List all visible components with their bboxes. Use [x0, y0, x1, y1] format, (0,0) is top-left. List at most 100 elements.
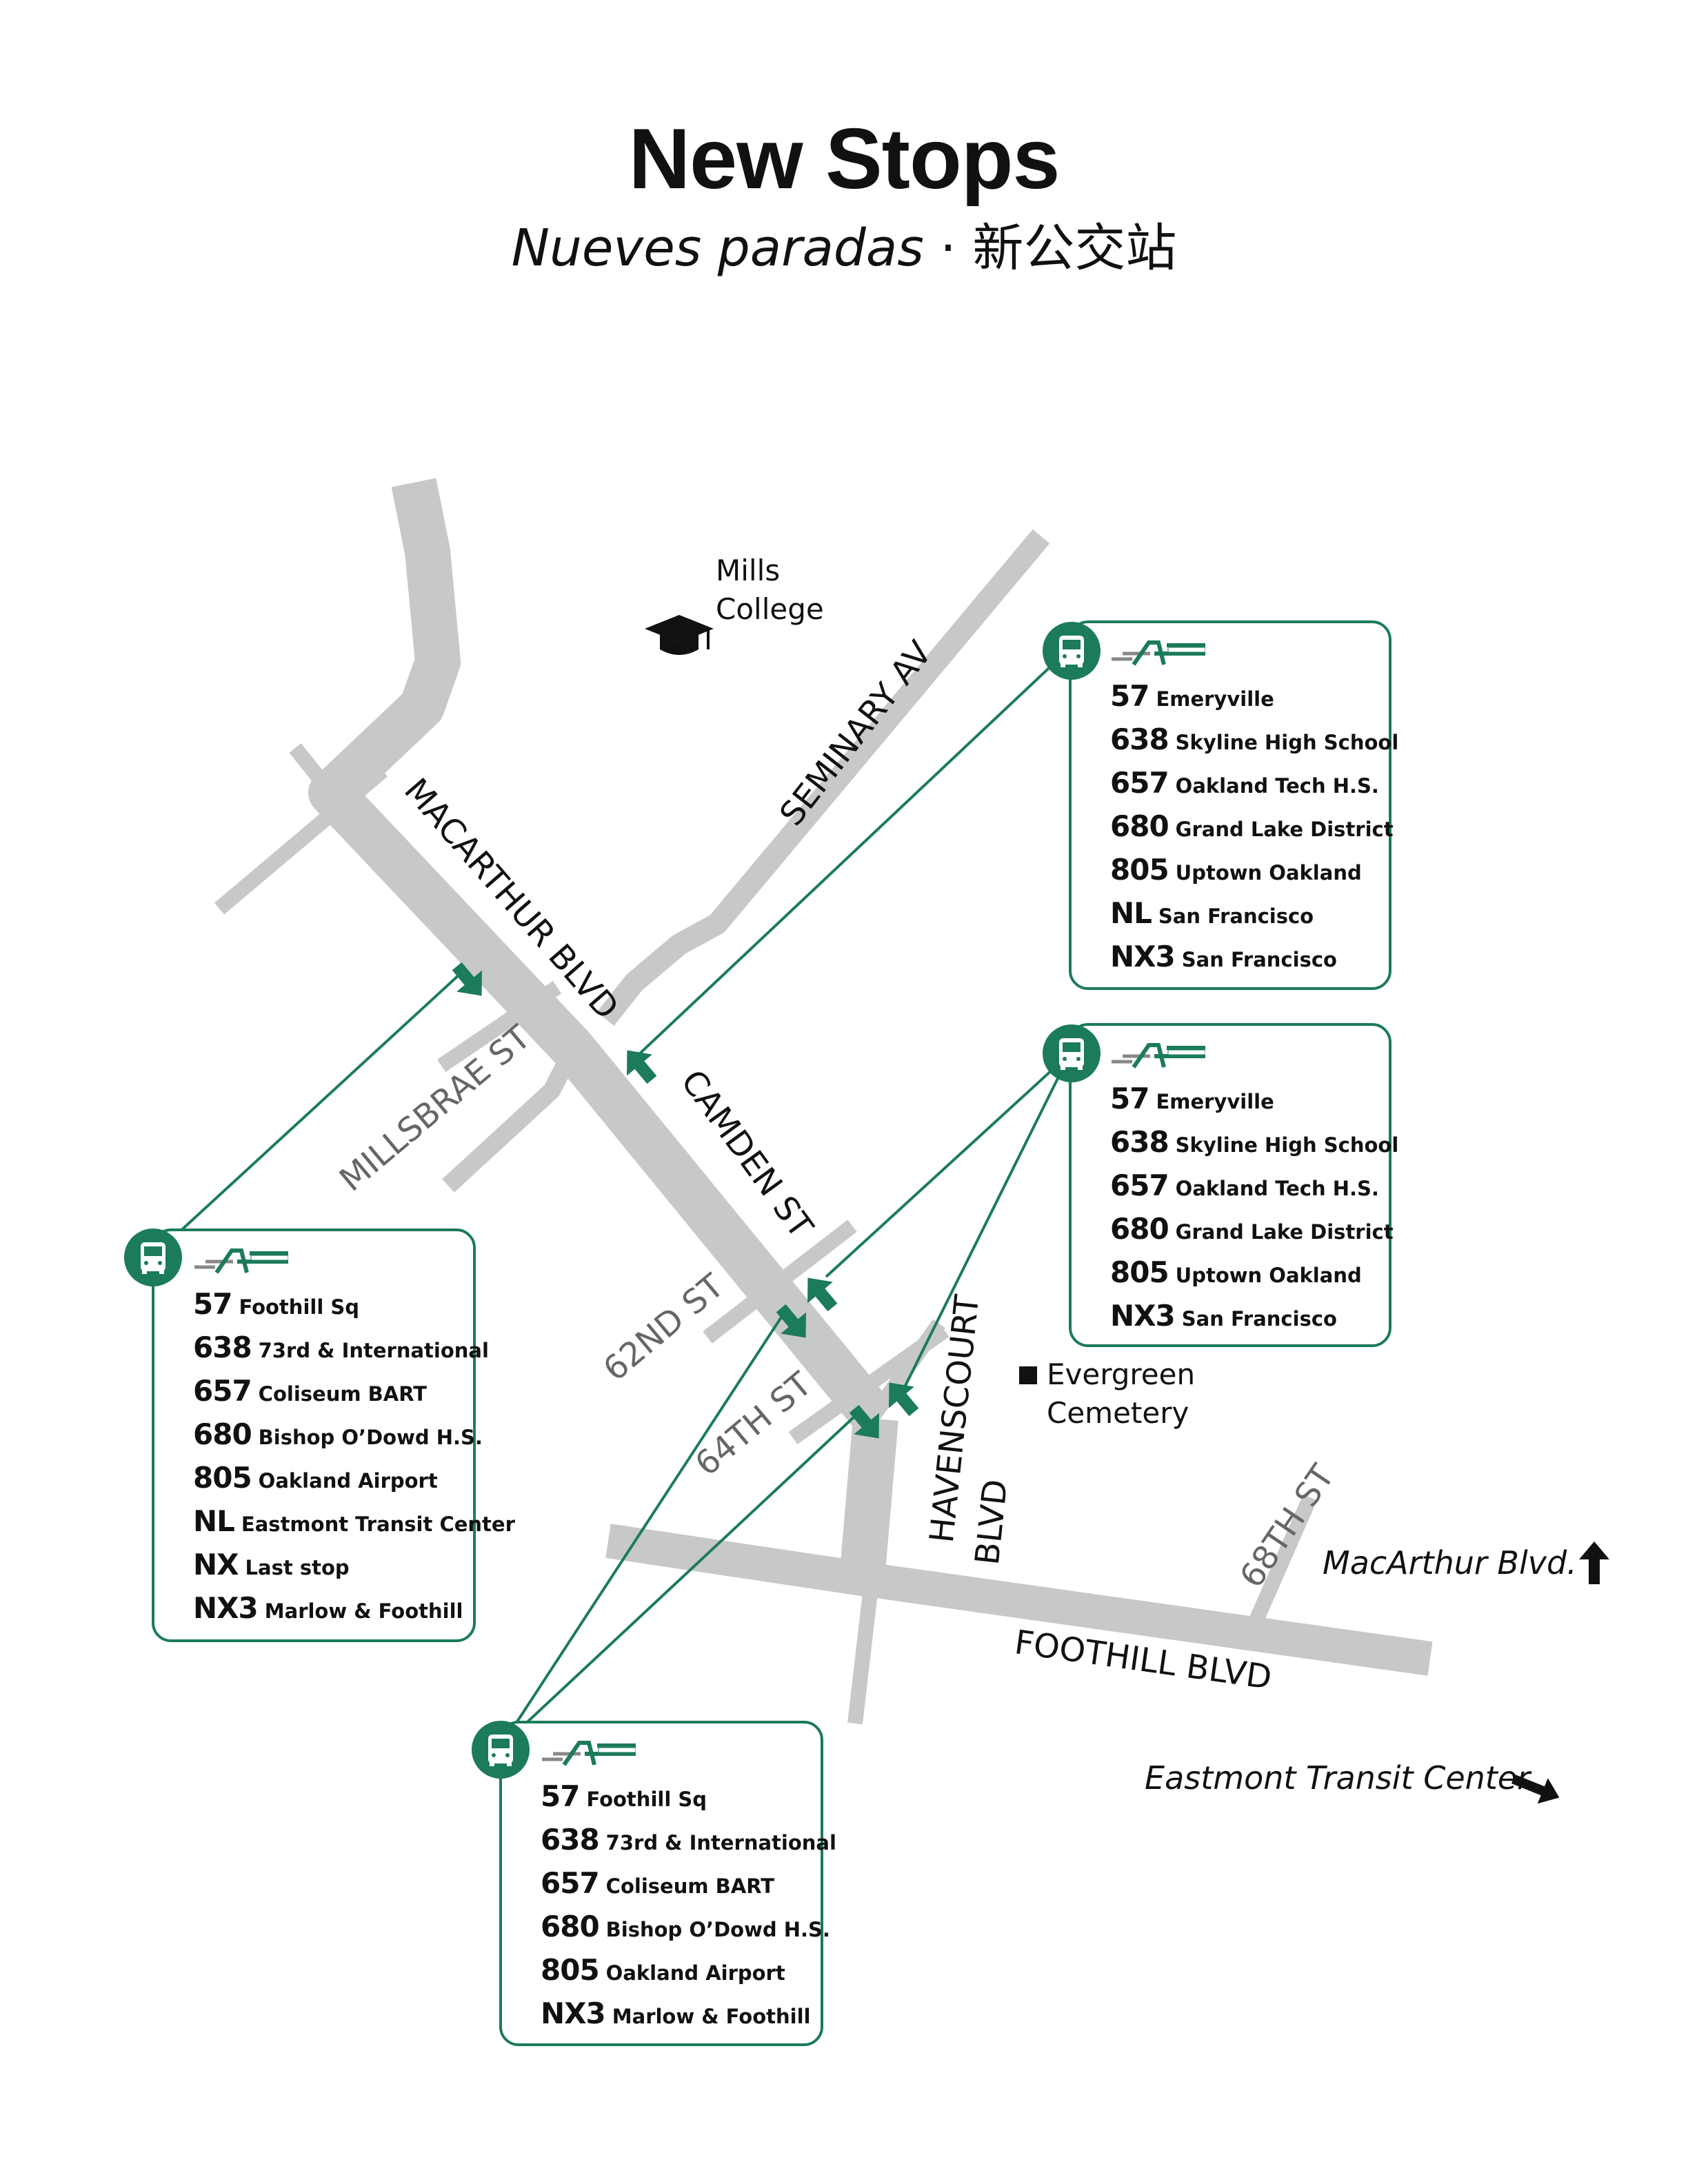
route-destination: San Francisco: [1158, 904, 1314, 928]
direction-macarthur: MacArthur Blvd.: [1323, 1544, 1577, 1581]
landmark-evergreen-line2: Cemetery: [1047, 1396, 1189, 1430]
route-number: NX3: [541, 1996, 606, 2030]
route-number: NL: [193, 1504, 235, 1538]
route-number: NX3: [193, 1591, 259, 1625]
route-destination: Oakland Tech H.S.: [1175, 774, 1379, 798]
route-destination: Bishop O’Dowd H.S.: [605, 1918, 830, 1941]
route-destination: Foothill Sq: [239, 1295, 360, 1319]
ac-transit-logo: [1112, 1043, 1205, 1069]
leader-ne-upper: [639, 647, 1072, 1055]
route-destination: Oakland Tech H.S.: [1175, 1177, 1379, 1200]
leader-south-1: [499, 1308, 787, 1748]
arrow-up-icon: [1579, 1541, 1609, 1584]
route-number: 805: [1110, 1255, 1169, 1289]
route-row: 57 Foothill Sq: [541, 1775, 836, 1818]
subtitle-spanish: Nueves paradas: [511, 219, 924, 278]
landmark-mills-college: Mills College: [716, 552, 824, 629]
route-destination: Coliseum BART: [258, 1382, 428, 1406]
route-destination: Last stop: [245, 1556, 350, 1579]
route-destination: Bishop O’Dowd H.S.: [258, 1426, 483, 1449]
route-number: 680: [541, 1910, 600, 1943]
route-destination: Grand Lake District: [1175, 1220, 1394, 1244]
street-havenscourt-south: [847, 1591, 878, 1725]
route-destination: Coliseum BART: [605, 1874, 775, 1898]
street-macarthur: [308, 478, 894, 1433]
route-number: 657: [1110, 766, 1169, 800]
route-number: 680: [1110, 1212, 1169, 1246]
route-number: 680: [193, 1417, 252, 1451]
ac-transit-logo: [542, 1741, 636, 1766]
bus-stop-icon[interactable]: [1043, 1024, 1101, 1082]
route-destination: Oakland Airport: [605, 1961, 785, 1985]
arrow-down-right-icon: [1511, 1775, 1560, 1804]
route-number: 638: [541, 1823, 600, 1857]
route-row: 680 Grand Lake District: [1110, 805, 1398, 848]
landmark-evergreen-line1: Evergreen: [1047, 1357, 1196, 1391]
route-row: 657 Oakland Tech H.S.: [1110, 1164, 1398, 1207]
route-destination: Emeryville: [1156, 1090, 1274, 1113]
bus-stop-icon[interactable]: [472, 1721, 530, 1779]
route-number: 805: [1110, 853, 1169, 887]
route-row: 57 Foothill Sq: [193, 1282, 515, 1326]
route-row: NX3 Marlow & Foothill: [541, 1992, 836, 2035]
leader-ne-lower-2: [899, 1053, 1072, 1396]
route-number: 805: [193, 1461, 252, 1495]
route-number: 638: [1110, 722, 1169, 756]
route-destination: Skyline High School: [1175, 1133, 1399, 1157]
route-row: 57 Emeryville: [1110, 674, 1398, 718]
route-destination: San Francisco: [1181, 948, 1337, 971]
route-destination: Marlow & Foothill: [612, 2005, 811, 2028]
route-row: 680 Bishop O’Dowd H.S.: [193, 1413, 515, 1456]
leader-south-2: [499, 1415, 856, 1748]
route-destination: Uptown Oakland: [1175, 1264, 1362, 1287]
route-number: 57: [541, 1779, 580, 1813]
subtitle-chinese: 新公交站: [972, 219, 1177, 278]
ac-transit-logo: [194, 1248, 288, 1274]
landmark-mills-line2: College: [716, 592, 824, 626]
route-number: 57: [193, 1287, 232, 1321]
route-number: 657: [193, 1374, 252, 1408]
route-destination: Eastmont Transit Center: [241, 1513, 515, 1536]
bus-stop-icon[interactable]: [124, 1228, 182, 1286]
bus-stop-icon[interactable]: [1043, 622, 1101, 680]
route-destination: 73rd & International: [605, 1831, 836, 1854]
graduation-cap-icon: [645, 615, 714, 655]
route-destination: Skyline High School: [1175, 731, 1399, 754]
route-number: 680: [1110, 809, 1169, 843]
street-havenscourt: [839, 1417, 898, 1581]
street-foothill: [605, 1524, 1433, 1676]
route-number: NX3: [1110, 940, 1176, 973]
route-destination: Emeryville: [1156, 687, 1274, 711]
route-destination: Grand Lake District: [1175, 818, 1394, 841]
street-seminary: [596, 529, 1050, 1026]
route-destination: Foothill Sq: [586, 1788, 707, 1811]
leader-west: [152, 972, 462, 1257]
route-number: 57: [1110, 679, 1149, 713]
square-marker-icon: [1019, 1366, 1037, 1384]
route-number: 657: [1110, 1169, 1169, 1202]
